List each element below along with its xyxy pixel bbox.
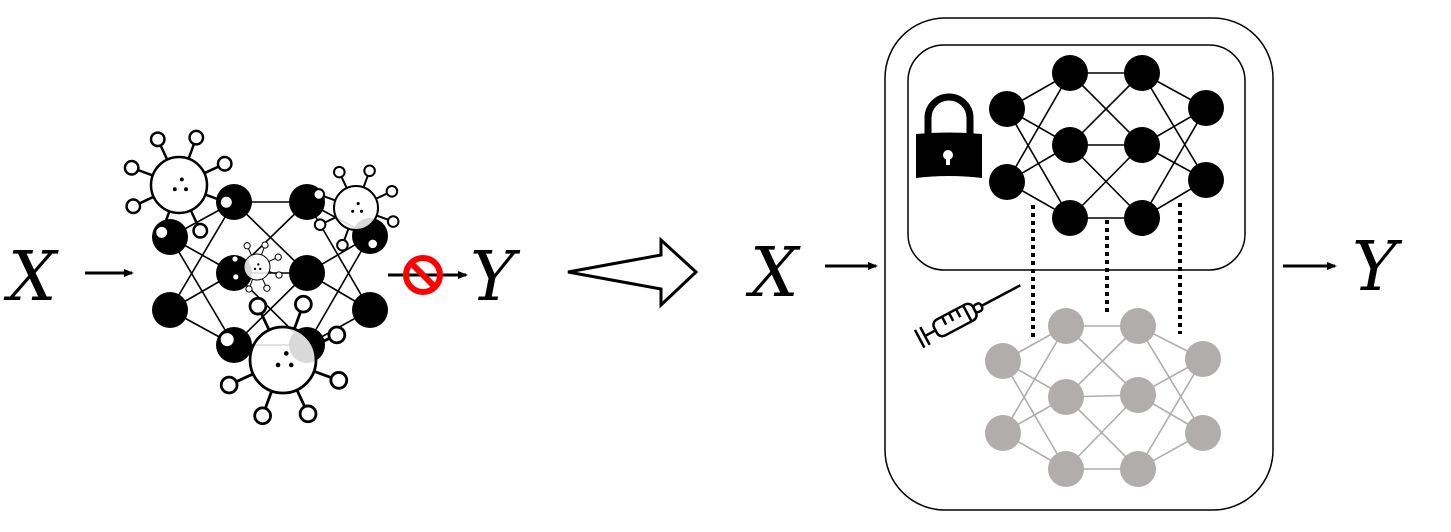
input-label-left: X — [3, 238, 59, 317]
network-node — [216, 255, 252, 291]
dotted-links — [1031, 203, 1182, 337]
network-edge — [1141, 107, 1207, 219]
prohibited-icon — [403, 255, 443, 295]
infected-network — [152, 184, 388, 363]
virus-icon — [312, 164, 400, 252]
network-node — [1120, 308, 1156, 344]
network-node — [1120, 377, 1156, 413]
network-node — [1048, 308, 1084, 344]
network-node — [1124, 55, 1160, 91]
network-edge — [1006, 72, 1071, 183]
locked-network — [989, 55, 1224, 236]
network-node — [1048, 451, 1084, 487]
network-node — [1120, 451, 1156, 487]
syringe-icon — [913, 284, 1021, 349]
network-edge — [1137, 358, 1204, 470]
output-label-right: Y — [1352, 228, 1403, 307]
lock-icon — [916, 93, 982, 178]
network-node — [1048, 379, 1084, 415]
network-node — [1052, 127, 1088, 163]
network-edge — [1002, 325, 1067, 434]
model-container — [884, 17, 1274, 511]
network-node — [1124, 200, 1160, 236]
network-node — [1188, 90, 1224, 126]
virus-icon — [217, 294, 349, 426]
network-edge — [306, 235, 371, 346]
virus-icon — [231, 241, 283, 293]
network-node — [1185, 415, 1221, 451]
virus-icon — [123, 129, 235, 241]
backup-network — [985, 308, 1221, 487]
network-node — [1188, 162, 1224, 198]
network-node — [1052, 55, 1088, 91]
network-edge — [169, 201, 235, 311]
hollow-arrow-icon — [567, 236, 699, 309]
viruses — [123, 129, 400, 426]
network-node — [989, 91, 1025, 127]
locked-model-box — [907, 44, 1246, 271]
network-node — [1052, 200, 1088, 236]
network-edge — [1137, 325, 1204, 434]
output-label-left: Y — [470, 238, 521, 317]
network-node — [289, 255, 325, 291]
network-node — [985, 415, 1021, 451]
network-node — [989, 164, 1025, 200]
network-node — [1185, 341, 1221, 377]
network-node — [1124, 127, 1160, 163]
network-node — [985, 343, 1021, 379]
network-node — [152, 292, 188, 328]
network-node — [352, 292, 388, 328]
input-label-right: X — [745, 234, 801, 313]
